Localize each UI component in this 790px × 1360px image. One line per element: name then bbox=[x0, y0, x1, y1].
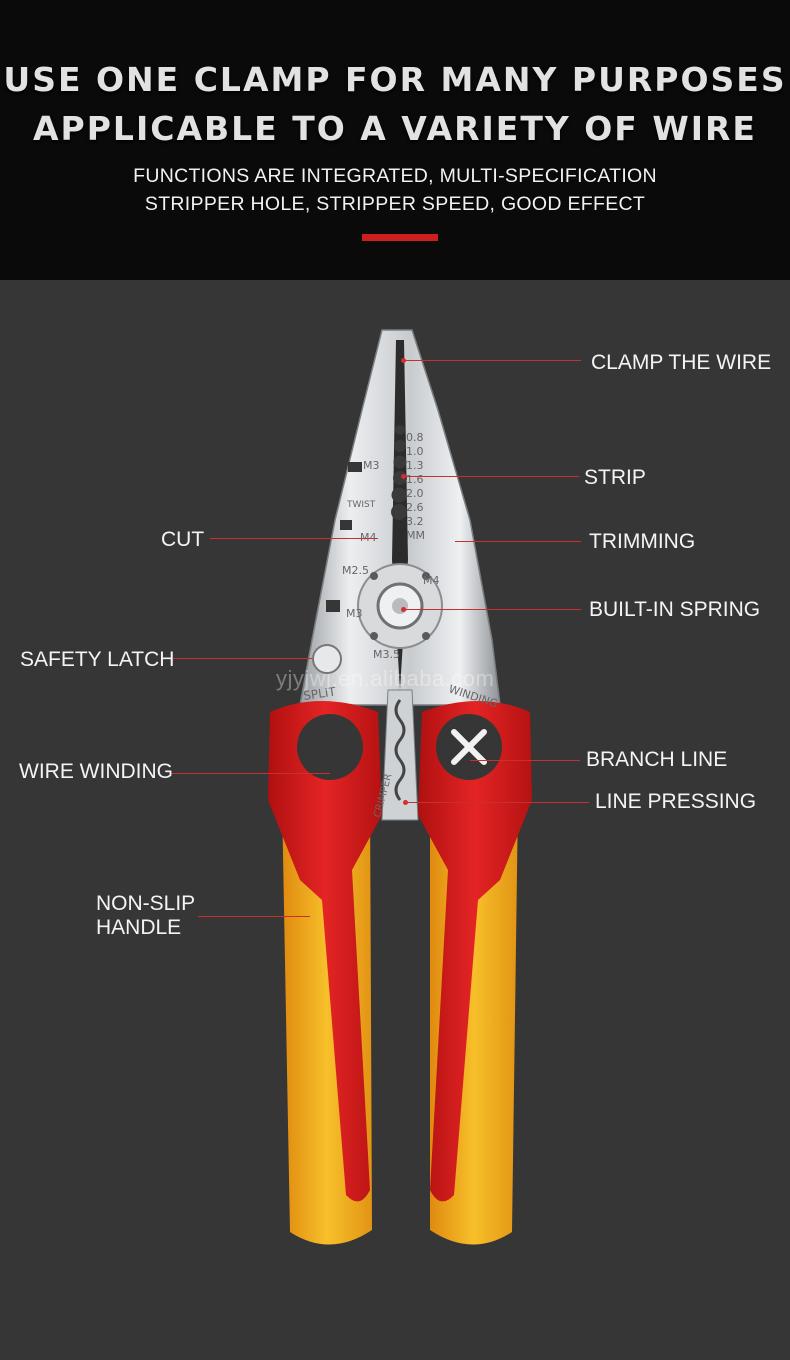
trimming-callout-line bbox=[455, 541, 581, 542]
mark-m4-right: M4 bbox=[423, 574, 440, 587]
gauge-unit: MM bbox=[406, 529, 425, 542]
cutting-notches bbox=[326, 462, 362, 612]
label-safety-latch: SAFETY LATCH bbox=[20, 648, 175, 671]
subtitle-line-1: FUNCTIONS ARE INTEGRATED, MULTI-SPECIFIC… bbox=[133, 165, 657, 187]
label-handle: HANDLE bbox=[96, 916, 182, 939]
mark-m2-5: M2.5 bbox=[342, 564, 369, 577]
clamp-callout-dot bbox=[401, 358, 406, 363]
branch-cross bbox=[451, 729, 487, 765]
left-handle-red bbox=[268, 701, 382, 1202]
safety-latch-knob bbox=[312, 644, 342, 674]
handle-callout-line bbox=[198, 916, 310, 917]
gauge-0-8: 0.8 bbox=[406, 431, 424, 444]
label-cut: CUT bbox=[161, 528, 205, 551]
gauge-1-6: 1.6 bbox=[406, 473, 424, 486]
crimp-jaws bbox=[381, 689, 419, 821]
gauge-2-0: 2.0 bbox=[406, 487, 424, 500]
pressing-callout-line bbox=[405, 802, 589, 803]
watermark: yjyjwj.en.alibaba.com bbox=[276, 666, 495, 691]
wire-winding-hole bbox=[297, 714, 363, 780]
latch-callout-line bbox=[170, 658, 312, 659]
headline-line-2: APPLICABLE TO A VARIETY OF WIRE bbox=[33, 109, 757, 148]
stripping-holes bbox=[391, 425, 407, 520]
mark-m3: M3 bbox=[363, 459, 380, 472]
mark-twist: TWIST bbox=[346, 500, 376, 510]
label-branch-line: BRANCH LINE bbox=[586, 748, 728, 771]
mark-split: SPLIT bbox=[302, 685, 337, 703]
subtitle-line-2: STRIPPER HOLE, STRIPPER SPEED, GOOD EFFE… bbox=[144, 193, 646, 215]
right-handle-red bbox=[418, 701, 532, 1202]
label-wire-winding: WIRE WINDING bbox=[19, 760, 173, 783]
header-banner: USE ONE CLAMP FOR MANY PURPOSES APPLICAB… bbox=[0, 0, 790, 280]
strip-callout-line bbox=[403, 476, 579, 477]
pressing-callout-dot bbox=[403, 800, 408, 805]
spring-callout-dot bbox=[401, 607, 406, 612]
gauge-2-6: 2.6 bbox=[406, 501, 424, 514]
mark-m3-5: M3.5 bbox=[373, 648, 400, 661]
label-line-pressing: LINE PRESSING bbox=[595, 790, 757, 813]
mark-m3-bolt: M3 bbox=[346, 607, 363, 620]
mark-m4-left: M4 bbox=[360, 531, 377, 544]
strip-callout-dot bbox=[401, 474, 406, 479]
branch-callout-line bbox=[470, 760, 580, 761]
label-built-in-spring: BUILT-IN SPRING bbox=[589, 598, 761, 621]
accent-divider bbox=[362, 234, 438, 241]
gauge-1-0: 1.0 bbox=[406, 445, 424, 458]
winding-callout-line bbox=[170, 773, 330, 774]
label-strip: STRIP bbox=[584, 466, 646, 489]
label-trimming: TRIMMING bbox=[589, 530, 696, 553]
label-clamp-the-wire: CLAMP THE WIRE bbox=[591, 351, 772, 374]
gauge-3-2: 3.2 bbox=[406, 515, 424, 528]
gauge-1-3: 1.3 bbox=[406, 459, 424, 472]
clamp-callout-line bbox=[403, 360, 581, 361]
spring-callout-line bbox=[403, 609, 581, 610]
cut-callout-line bbox=[210, 538, 378, 539]
headline-line-1: USE ONE CLAMP FOR MANY PURPOSES bbox=[3, 60, 787, 99]
label-non-slip: NON-SLIP bbox=[96, 892, 196, 915]
